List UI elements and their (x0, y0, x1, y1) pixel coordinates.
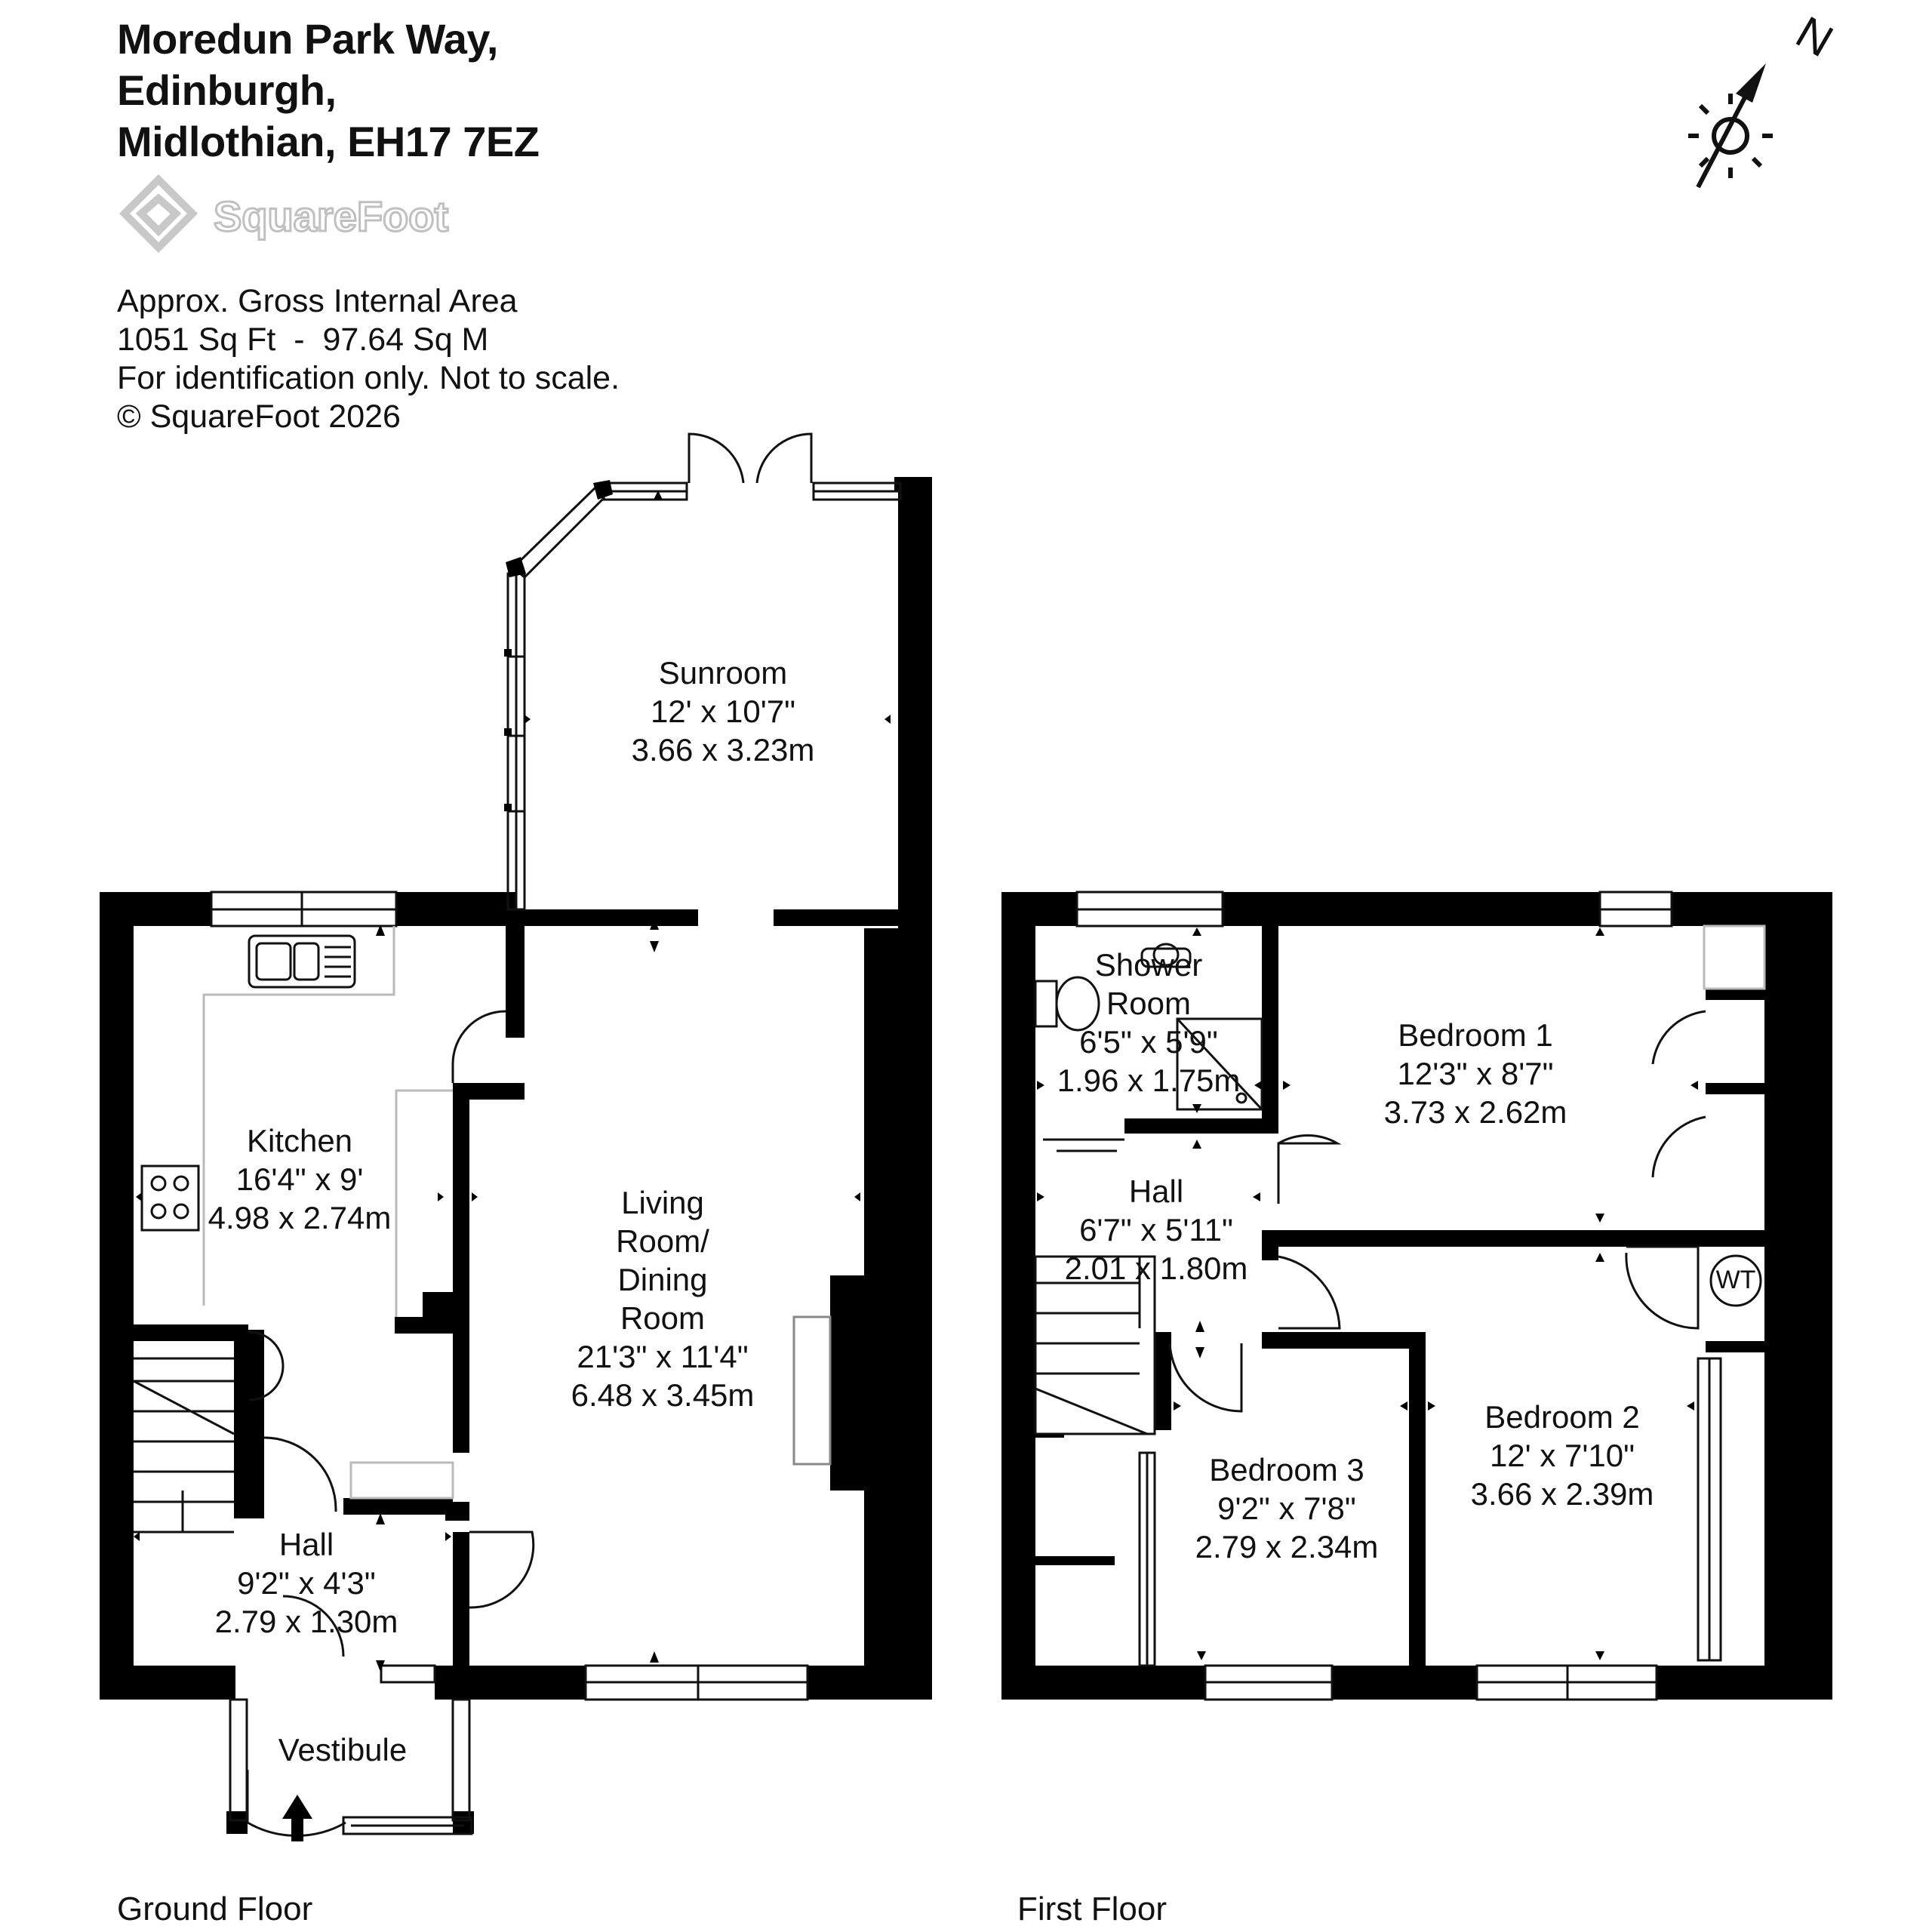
living-name-4: Room (620, 1300, 706, 1336)
room-label-living-dining: Living Room/ Dining Room 21'3" x 11'4" 6… (571, 1183, 755, 1414)
bedroom1-imperial: 12'3" x 8'7" (1397, 1056, 1554, 1091)
room-label-ground-hall: Hall 9'2" x 4'3" 2.79 x 1.30m (215, 1525, 398, 1641)
area-value: 1051 Sq Ft - 97.64 Sq M (117, 321, 489, 358)
bedroom2-name: Bedroom 2 (1484, 1399, 1640, 1435)
entrance-arrow-icon (282, 1795, 312, 1841)
kitchen-imperial: 16'4" x 9' (235, 1161, 364, 1197)
ground-hall-name: Hall (278, 1527, 334, 1562)
vestibule-name: Vestibule (278, 1732, 408, 1767)
ground-hall-metric: 2.79 x 1.30m (214, 1604, 398, 1639)
living-name-3: Dining (617, 1262, 708, 1297)
bedroom1-name: Bedroom 1 (1398, 1017, 1553, 1053)
shower-metric: 1.96 x 1.75m (1057, 1063, 1241, 1098)
area-title: Approx. Gross Internal Area (117, 283, 518, 319)
kitchen-name: Kitchen (246, 1123, 353, 1158)
living-name-2: Room/ (616, 1223, 709, 1259)
first-hall-imperial: 6'7" x 5'11" (1079, 1212, 1233, 1247)
room-label-bedroom-2: Bedroom 2 12' x 7'10" 3.66 x 2.39m (1471, 1398, 1654, 1513)
room-label-kitchen: Kitchen 16'4" x 9' 4.98 x 2.74m (208, 1121, 392, 1237)
compass-north-label: N (1788, 7, 1841, 67)
first-hall-metric: 2.01 x 1.80m (1064, 1251, 1248, 1286)
shower-imperial: 6'5" x 5'9" (1079, 1024, 1218, 1060)
water-tank-label: WT (1715, 1266, 1756, 1294)
sunroom-name: Sunroom (658, 655, 788, 691)
shower-name-2: Room (1106, 986, 1192, 1021)
kitchen-metric: 4.98 x 2.74m (208, 1200, 392, 1235)
living-name-1: Living (621, 1185, 704, 1220)
ground-floor-plan (100, 432, 932, 1841)
compass-icon: N (1688, 7, 1841, 189)
ground-hall-imperial: 9'2" x 4'3" (237, 1565, 376, 1601)
address-line-1: Moredun Park Way, (117, 15, 498, 63)
room-label-vestibule: Vestibule (278, 1730, 407, 1769)
living-metric: 6.48 x 3.45m (571, 1377, 755, 1413)
room-label-sunroom: Sunroom 12' x 10'7" 3.66 x 3.23m (632, 654, 815, 769)
bedroom3-metric: 2.79 x 2.34m (1195, 1529, 1379, 1564)
shower-name-1: Shower (1094, 947, 1203, 983)
address-line-3: Midlothian, EH17 7EZ (117, 118, 540, 165)
living-imperial: 21'3" x 11'4" (577, 1339, 749, 1374)
first-floor-plan (1001, 891, 1832, 1701)
property-address: Moredun Park Way, Edinburgh, Midlothian,… (117, 14, 540, 168)
first-hall-name: Hall (1128, 1174, 1184, 1209)
address-line-2: Edinburgh, (117, 66, 337, 114)
copyright: © SquareFoot 2026 (117, 398, 401, 435)
room-label-bedroom-3: Bedroom 3 9'2" x 7'8" 2.79 x 2.34m (1195, 1451, 1379, 1566)
room-label-first-hall: Hall 6'7" x 5'11" 2.01 x 1.80m (1065, 1172, 1248, 1287)
sunroom-metric: 3.66 x 3.23m (631, 732, 815, 768)
area-info: Approx. Gross Internal Area 1051 Sq Ft -… (117, 282, 620, 436)
bedroom3-name: Bedroom 3 (1209, 1452, 1364, 1487)
disclaimer: For identification only. Not to scale. (117, 360, 620, 396)
sunroom-imperial: 12' x 10'7" (650, 694, 796, 729)
first-floor-label: First Floor (1017, 1890, 1167, 1927)
logo-mark-icon: SquareFoot (118, 174, 450, 254)
bedroom2-metric: 3.66 x 2.39m (1470, 1476, 1654, 1512)
logo-wordmark: SquareFoot (214, 192, 448, 240)
bedroom3-imperial: 9'2" x 7'8" (1217, 1491, 1356, 1526)
room-label-bedroom-1: Bedroom 1 12'3" x 8'7" 3.73 x 2.62m (1384, 1016, 1567, 1131)
bedroom2-imperial: 12' x 7'10" (1489, 1438, 1635, 1473)
squarefoot-logo: SquareFoot (117, 172, 464, 278)
bedroom1-metric: 3.73 x 2.62m (1383, 1094, 1567, 1130)
room-label-shower-room: Shower Room 6'5" x 5'9" 1.96 x 1.75m (1057, 946, 1241, 1100)
ground-floor-label: Ground Floor (117, 1890, 313, 1927)
